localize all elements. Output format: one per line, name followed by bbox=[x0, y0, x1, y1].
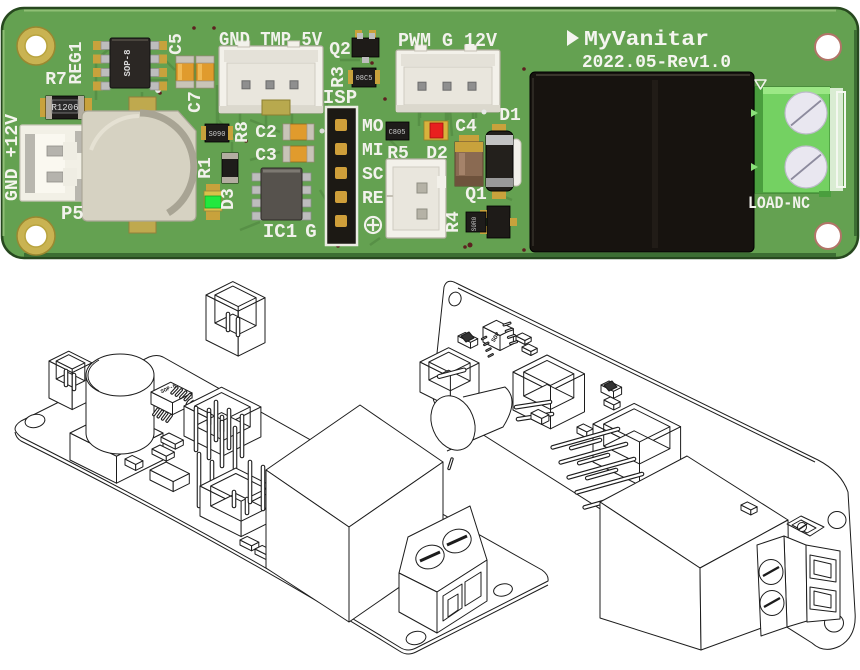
svg-text:D1: D1 bbox=[499, 106, 521, 126]
svg-text:GND TMP 5V: GND TMP 5V bbox=[219, 29, 323, 51]
svg-text:SOP-8: SOP-8 bbox=[123, 49, 133, 76]
svg-text:P5: P5 bbox=[61, 203, 84, 225]
svg-text:GND +12V: GND +12V bbox=[3, 114, 23, 201]
svg-text:R3: R3 bbox=[329, 66, 349, 88]
svg-text:G: G bbox=[305, 221, 316, 243]
svg-text:ISP: ISP bbox=[323, 87, 357, 109]
svg-text:MI: MI bbox=[362, 141, 384, 161]
svg-text:C5: C5 bbox=[167, 33, 187, 55]
svg-text:08C5: 08C5 bbox=[356, 75, 373, 83]
svg-text:R4: R4 bbox=[444, 211, 464, 233]
svg-text:S090: S090 bbox=[209, 131, 226, 139]
svg-text:C4: C4 bbox=[455, 117, 477, 137]
svg-text:SOP: SOP bbox=[490, 330, 502, 343]
svg-text:MyVanitar: MyVanitar bbox=[584, 29, 709, 52]
svg-text:S0R0: S0R0 bbox=[471, 216, 478, 231]
svg-text:Q1: Q1 bbox=[465, 185, 487, 205]
svg-text:C3: C3 bbox=[255, 146, 277, 166]
svg-text:R5: R5 bbox=[387, 144, 409, 164]
svg-text:R8: R8 bbox=[233, 121, 253, 143]
svg-text:D2: D2 bbox=[426, 144, 448, 164]
svg-text:D3: D3 bbox=[219, 188, 239, 210]
svg-text:IC1: IC1 bbox=[263, 221, 297, 243]
svg-text:2022.05-Rev1.0: 2022.05-Rev1.0 bbox=[582, 53, 731, 73]
svg-text:PWM G 12V: PWM G 12V bbox=[398, 30, 498, 52]
svg-text:C805: C805 bbox=[389, 129, 406, 137]
svg-text:R7: R7 bbox=[45, 70, 67, 90]
svg-text:SC: SC bbox=[362, 165, 384, 185]
svg-text:R1206: R1206 bbox=[51, 103, 78, 113]
svg-text:RE: RE bbox=[362, 189, 384, 209]
svg-text:LOAD-NC: LOAD-NC bbox=[748, 194, 810, 214]
svg-text:REG1: REG1 bbox=[67, 41, 87, 84]
svg-text:C2: C2 bbox=[255, 123, 277, 143]
svg-text:Q2: Q2 bbox=[329, 40, 351, 60]
svg-text:C7: C7 bbox=[186, 91, 206, 113]
svg-text:R1: R1 bbox=[196, 157, 216, 179]
svg-text:MO: MO bbox=[362, 117, 384, 137]
